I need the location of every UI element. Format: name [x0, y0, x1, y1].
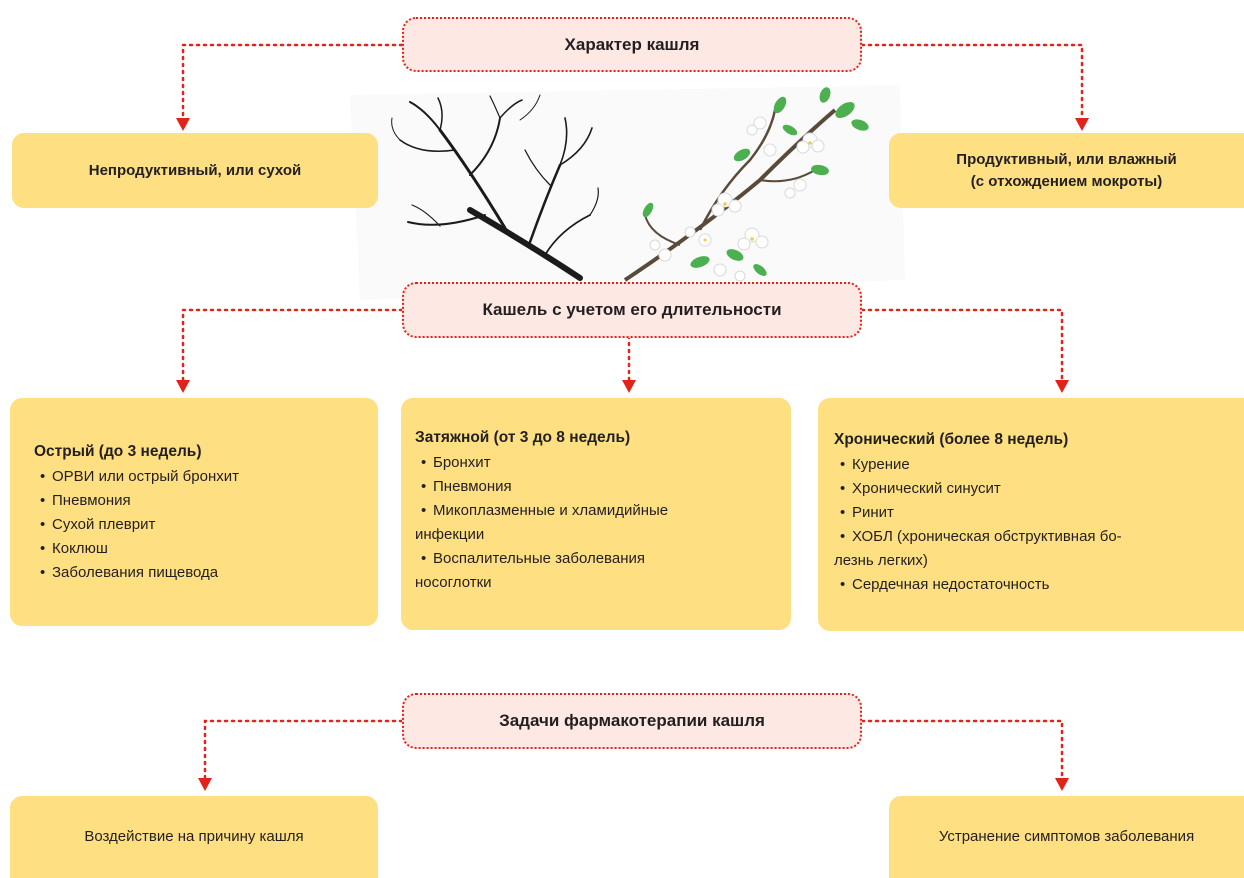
- bullet-icon: •: [40, 564, 46, 581]
- bare-branch-icon: [391, 94, 599, 281]
- list-item: • Курение: [834, 453, 1230, 477]
- header-cough-character: Характер кашля: [402, 17, 862, 72]
- box-title: Затяжной (от 3 до 8 недель): [415, 429, 631, 446]
- bullet-icon: •: [421, 502, 427, 519]
- list-item-label-cont: инфекции: [415, 526, 485, 543]
- list-item-label: Хронический синусит: [852, 480, 1001, 497]
- box-title: Хронический (более 8 недель): [834, 431, 1069, 448]
- header-label: Задачи фармакотерапии кашля: [499, 711, 765, 730]
- list-item-label: Сердечная недостаточность: [852, 576, 1050, 593]
- bullet-icon: •: [840, 528, 846, 545]
- arrow-down-icon: [1055, 778, 1069, 791]
- list-item-label: Микоплазменные и хламидийные: [433, 502, 669, 519]
- list-item-label: Бронхит: [433, 454, 491, 471]
- blossom-branch-icon: [623, 87, 869, 282]
- box-label: Воздействие на причину кашля: [84, 828, 304, 846]
- list-item: • Пневмония: [415, 475, 777, 499]
- header-cough-duration: Кашель с учетом его длительности: [402, 282, 862, 338]
- list-item: • Пневмония: [34, 489, 364, 513]
- bullet-icon: •: [40, 492, 46, 509]
- box-label: Непродуктивный, или сухой: [88, 161, 302, 179]
- arrow-down-icon: [176, 118, 190, 131]
- box-label-line2: (с отхождением мокроты): [970, 172, 1163, 190]
- arrow-down-icon: [1055, 380, 1069, 393]
- list-item-label: ОРВИ или острый бронхит: [52, 468, 239, 485]
- header-pharmacotherapy-goals: Задачи фармакотерапии кашля: [402, 693, 862, 749]
- bullet-icon: •: [840, 480, 846, 497]
- connector-line: [860, 308, 1064, 382]
- bullet-icon: •: [840, 456, 846, 473]
- list-item: • ОРВИ или острый бронхит: [34, 465, 364, 489]
- arrow-down-icon: [198, 778, 212, 791]
- box-label-line1: Продуктивный, или влажный: [956, 150, 1177, 168]
- connector-line: [181, 308, 404, 382]
- list-item-label: Сухой плеврит: [52, 516, 156, 533]
- box-label: Устранение симптомов заболевания: [938, 828, 1195, 846]
- box-cause-treatment: Воздействие на причину кашля: [10, 796, 378, 878]
- list-item-label: Пневмония: [52, 492, 131, 509]
- list-item-label: Ринит: [852, 504, 894, 521]
- box-acute-cough: Острый (до 3 недель) • ОРВИ или острый бр…: [10, 398, 378, 626]
- connector-line: [860, 719, 1064, 780]
- bullet-icon: •: [840, 504, 846, 521]
- box-chronic-cough: Хронический (более 8 недель) • Курение • Х…: [818, 398, 1244, 631]
- list-item: • ХОБЛ (хроническая обструктивная бо- лез…: [834, 525, 1230, 573]
- box-title: Острый (до 3 недель): [34, 443, 202, 460]
- bullet-icon: •: [40, 516, 46, 533]
- bullet-icon: •: [40, 468, 46, 485]
- bullet-icon: •: [421, 550, 427, 567]
- box-productive-cough: Продуктивный, или влажный (с отхождением…: [889, 133, 1244, 208]
- bullet-icon: •: [421, 454, 427, 471]
- box-symptom-relief: Устранение симптомов заболевания: [889, 796, 1244, 878]
- list-item: • Коклюш: [34, 537, 364, 561]
- list-item: • Сердечная недостаточность: [834, 573, 1230, 597]
- list-item: • Микоплазменные и хламидийные инфекции: [415, 499, 777, 547]
- list-item-label: Воспалительные заболевания: [433, 550, 645, 567]
- list-item-label: Курение: [852, 456, 910, 473]
- list-item: • Заболевания пищевода: [34, 561, 364, 585]
- list-item: • Сухой плеврит: [34, 513, 364, 537]
- list-item-label: Коклюш: [52, 540, 108, 557]
- box-nonproductive-cough: Непродуктивный, или сухой: [12, 133, 378, 208]
- list-item-label: Пневмония: [433, 478, 512, 495]
- header-label: Кашель с учетом его длительности: [482, 300, 782, 319]
- bullet-icon: •: [840, 576, 846, 593]
- list-item-label-cont: лезнь легких): [834, 552, 928, 569]
- connector-line: [181, 43, 404, 120]
- list-item-label: ХОБЛ (хроническая обструктивная бо-: [852, 528, 1122, 545]
- list-item-label-cont: носоглотки: [415, 574, 492, 591]
- arrow-down-icon: [622, 380, 636, 393]
- bullet-icon: •: [40, 540, 46, 557]
- list-item-label: Заболевания пищевода: [52, 564, 219, 581]
- list-item: • Ринит: [834, 501, 1230, 525]
- connector-line: [860, 43, 1084, 120]
- list-item: • Хронический синусит: [834, 477, 1230, 501]
- arrow-down-icon: [176, 380, 190, 393]
- header-label: Характер кашля: [564, 34, 700, 54]
- list-item: • Воспалительные заболевания носоглотки: [415, 547, 777, 595]
- arrow-down-icon: [1075, 118, 1089, 131]
- connector-line: [203, 719, 404, 780]
- list-item: • Бронхит: [415, 451, 777, 475]
- bullet-icon: •: [421, 478, 427, 495]
- box-prolonged-cough: Затяжной (от 3 до 8 недель) • Бронхит • Пн…: [401, 398, 791, 630]
